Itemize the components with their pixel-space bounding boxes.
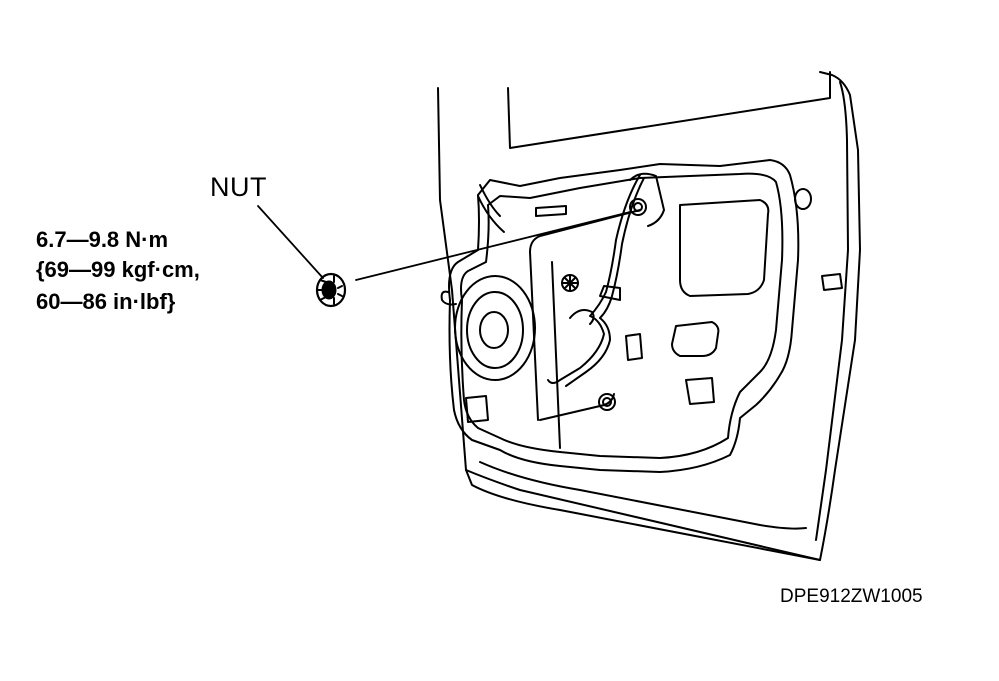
wiring-connector <box>600 286 620 300</box>
door-bottom-edge-2 <box>480 462 806 529</box>
wiring-harness <box>548 175 640 383</box>
door-hole-right <box>795 189 811 209</box>
leader-line-nut <box>356 212 630 280</box>
panel-opening-mid <box>672 322 718 356</box>
speaker-mount <box>442 292 456 305</box>
regulator-rail-left <box>530 210 640 420</box>
door-bottom-edge <box>466 470 820 560</box>
regulator-bracket <box>630 174 664 226</box>
speaker-middle <box>467 292 523 368</box>
nut-label: NUT <box>210 172 267 202</box>
figure-code: DPE912ZW1005 <box>780 586 923 607</box>
door-inner-edge <box>816 82 848 540</box>
speaker-inner <box>480 312 508 348</box>
panel-opening-small <box>686 378 714 404</box>
window-opening <box>508 72 830 148</box>
callout-line-nut <box>258 206 323 278</box>
panel-handle-recess <box>626 334 642 360</box>
nut-hole-lower-inner <box>603 398 611 406</box>
door-clip-right <box>822 274 842 290</box>
panel-opening-large <box>680 200 768 296</box>
nut-hole-upper-inner <box>634 203 642 211</box>
torque-spec-kgf: {69—99 kgf·cm, <box>36 257 200 282</box>
torque-spec-nm: 6.7—9.8 N·m <box>36 227 169 252</box>
wiring-harness-2 <box>566 178 644 386</box>
regulator-arm <box>540 394 614 420</box>
panel-clip-left <box>466 396 488 422</box>
nut-hole-lower <box>599 394 615 410</box>
regulator-rail-right <box>552 262 560 448</box>
wiring-loop <box>570 310 594 324</box>
inner-panel-outline <box>449 160 798 472</box>
nut-icon <box>317 274 345 306</box>
door-pillar-line <box>478 185 504 232</box>
motor-gear-spokes <box>562 275 578 291</box>
torque-spec-inlbf: 60—86 in·lbf} <box>36 289 176 314</box>
speaker-outer <box>455 276 535 380</box>
nut-hole-upper <box>630 199 646 215</box>
door-outer-frame <box>438 72 860 560</box>
panel-slot-top <box>536 206 566 216</box>
